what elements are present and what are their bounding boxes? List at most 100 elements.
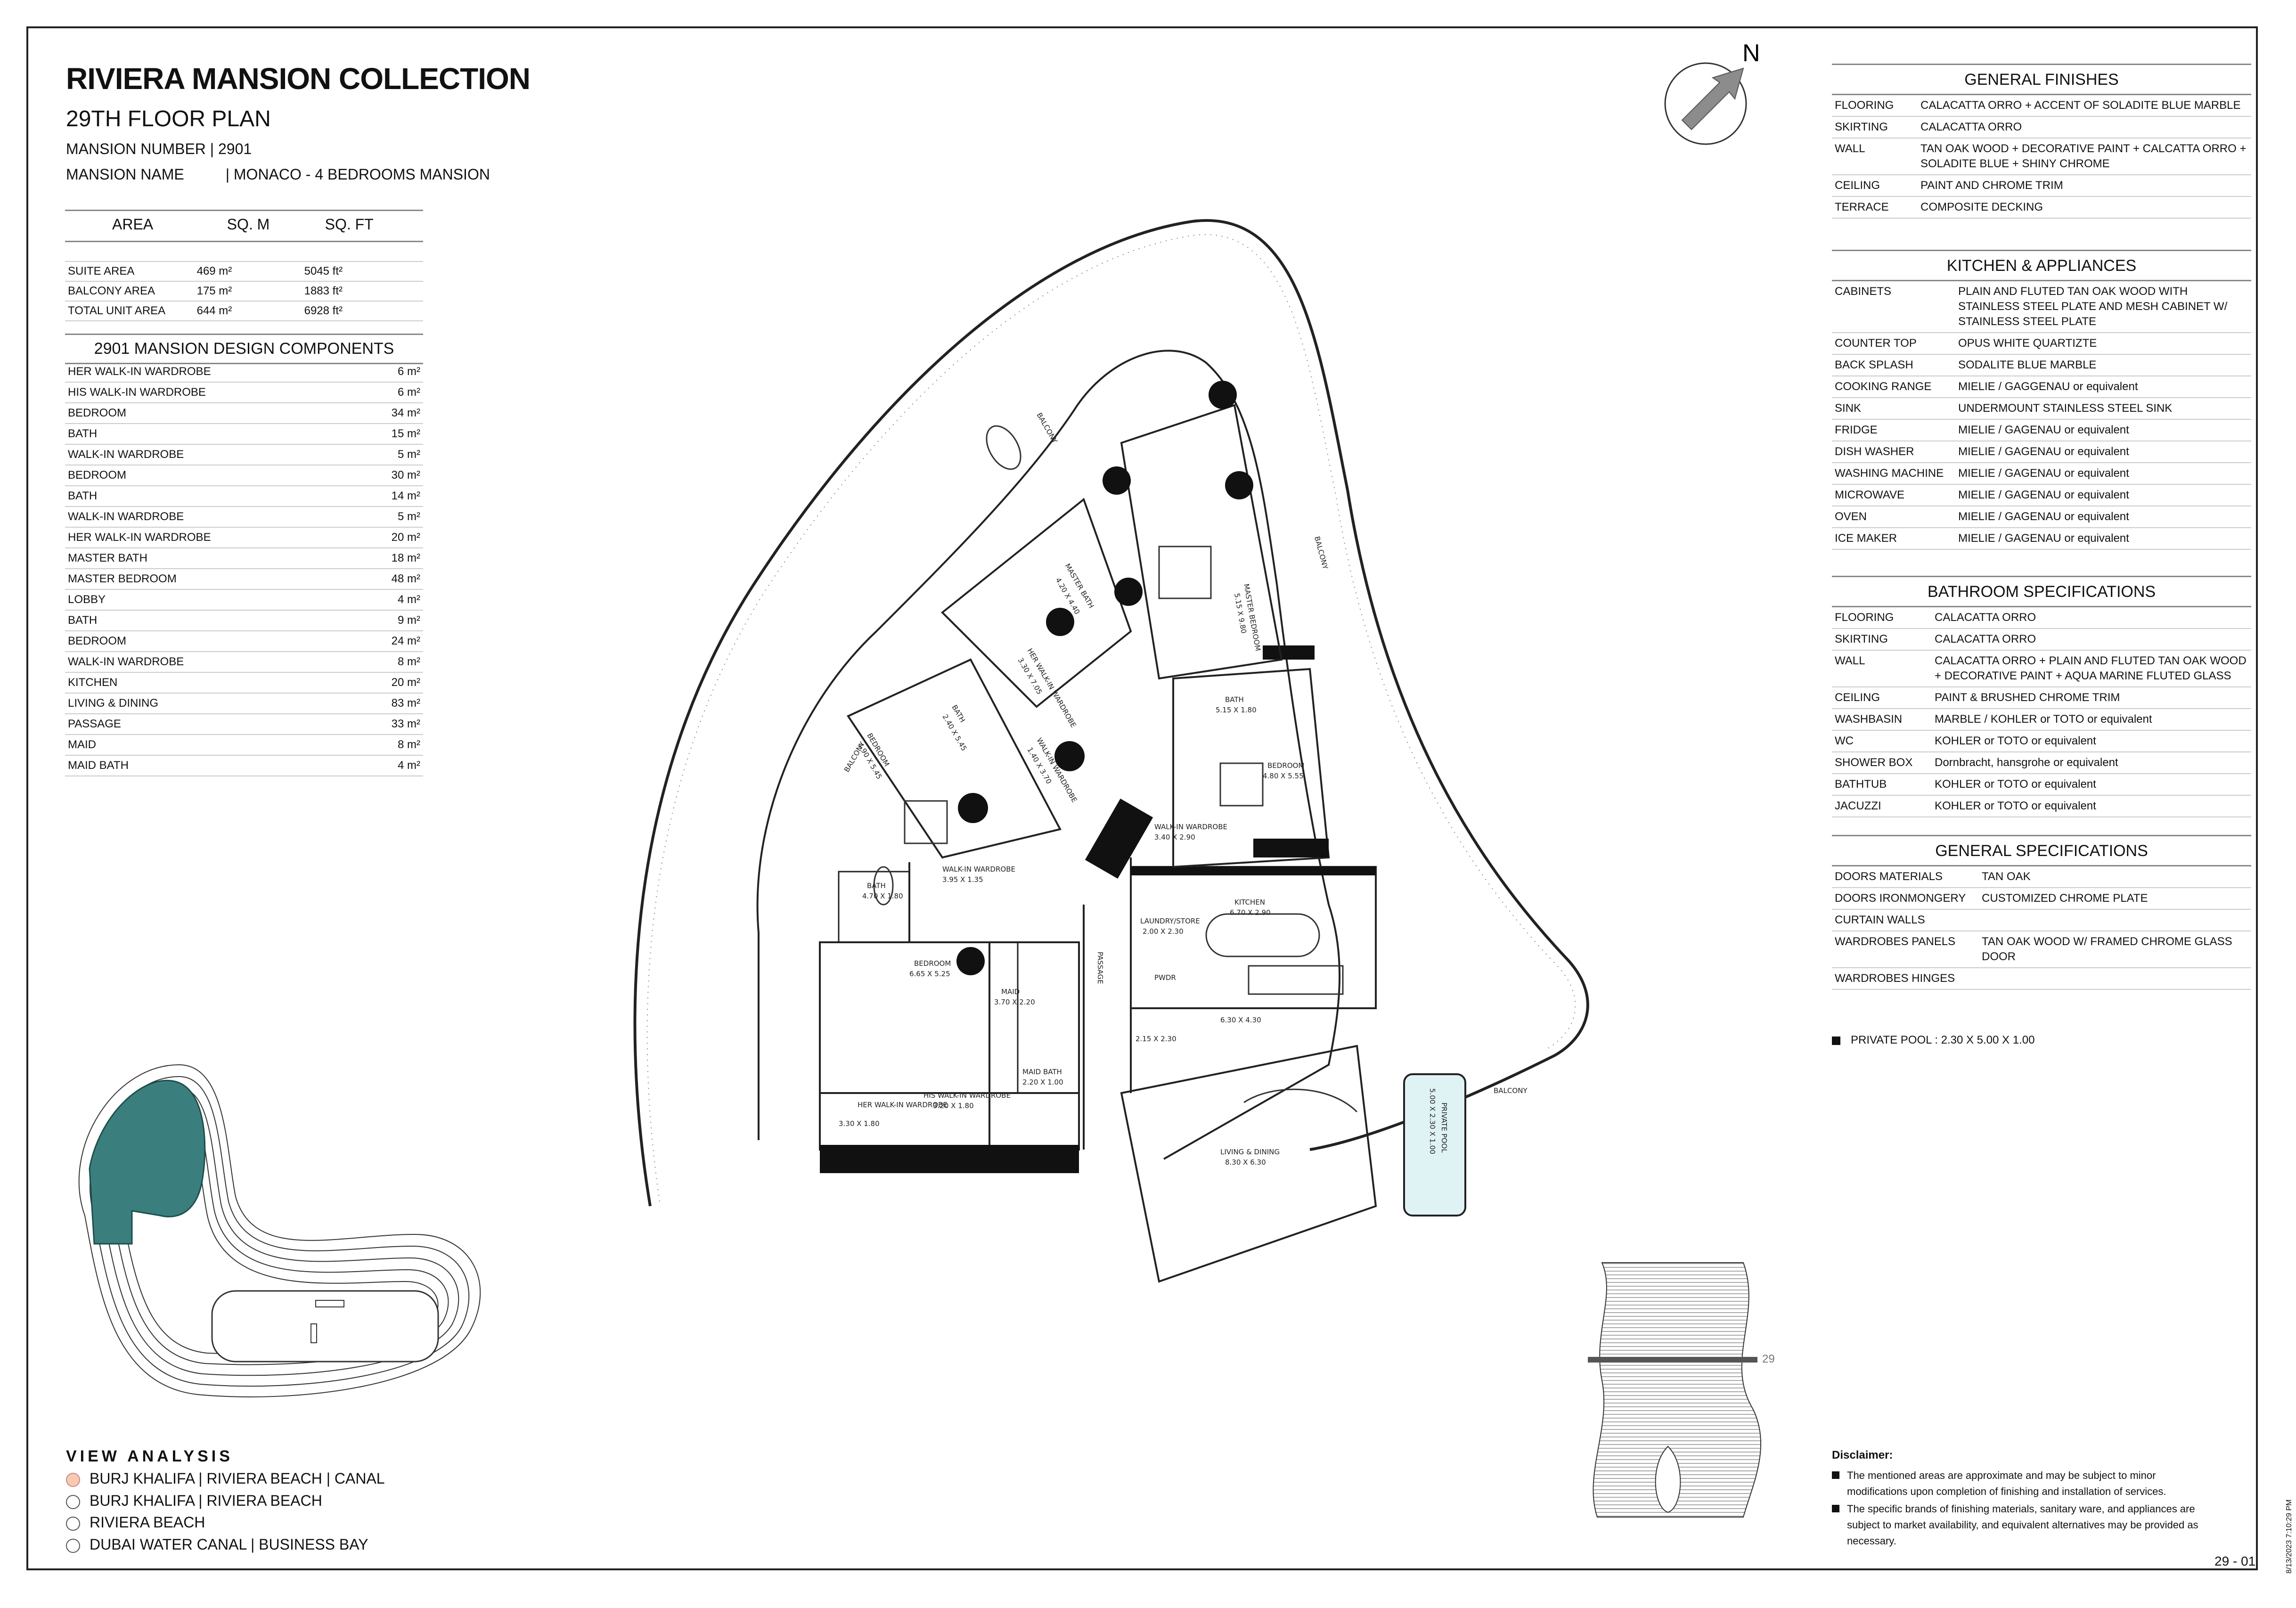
row-value: MIELIE / GAGENAU or equivalent <box>1955 419 2251 441</box>
row-key: BEDROOM <box>65 403 356 424</box>
row-value: 34 m² <box>355 403 423 424</box>
row-value: CALACATTA ORRO + PLAIN AND FLUTED TAN OA… <box>1932 650 2251 687</box>
room-label: BATH <box>867 882 886 890</box>
radio-icon[interactable] <box>66 1538 80 1553</box>
row-key: BATH <box>65 610 356 631</box>
radio-selected-icon[interactable] <box>66 1472 80 1487</box>
row-key: JACUZZI <box>1832 795 1932 817</box>
row-key: MAID <box>65 735 356 756</box>
row-key: WARDROBES HINGES <box>1832 968 1979 990</box>
row-key: SKIRTING <box>1832 629 1932 651</box>
view-option[interactable]: BURJ KHALIFA | RIVIERA BEACH <box>66 1492 322 1510</box>
room-label: WALK-IN WARDROBE <box>1154 823 1227 831</box>
room-label: PRIVATE POOL <box>1440 1102 1448 1153</box>
room-dim: 8.30 X 6.30 <box>1225 1158 1266 1167</box>
row-value: CALACATTA ORRO <box>1932 629 2251 651</box>
master-bath-walls <box>941 498 1132 708</box>
row-key: OVEN <box>1832 506 1955 528</box>
bathtub <box>986 425 1021 470</box>
row-value: TAN OAK WOOD W/ FRAMED CHROME GLASS DOOR <box>1979 931 2251 968</box>
row-key: HIS WALK-IN WARDROBE <box>65 382 356 403</box>
table-row: CURTAIN WALLS <box>1832 909 2251 931</box>
view-option[interactable]: RIVIERA BEACH <box>66 1514 205 1531</box>
row-value: 8 m² <box>355 652 423 673</box>
row-value: MIELIE / GAGENAU or equivalent <box>1955 463 2251 485</box>
view-option[interactable]: BURJ KHALIFA | RIVIERA BEACH | CANAL <box>66 1470 385 1487</box>
radio-icon[interactable] <box>66 1494 80 1509</box>
page-number: 29 - 01 <box>2214 1554 2256 1568</box>
row-key: MASTER BATH <box>65 548 356 569</box>
floor-29-marker <box>1588 1357 1757 1363</box>
pool-note: PRIVATE POOL : 2.30 X 5.00 X 1.00 <box>1832 1034 2035 1047</box>
row-value: TAN OAK <box>1979 866 2251 888</box>
room-dim: 3.20 X 1.80 <box>933 1102 974 1110</box>
row-key: WARDROBES PANELS <box>1832 931 1979 968</box>
row-value: KOHLER or TOTO or equivalent <box>1932 795 2251 817</box>
row-key: COOKING RANGE <box>1832 376 1955 398</box>
row-value: 18 m² <box>355 548 423 569</box>
row-value: 20 m² <box>355 527 423 548</box>
row-value: PAINT & BRUSHED CHROME TRIM <box>1932 687 2251 709</box>
room-label: MAID BATH <box>1022 1068 1062 1076</box>
living-walls <box>1120 1045 1377 1283</box>
sqft-header: SQ. FT <box>301 210 423 242</box>
row-value: MIELIE / GAGENAU or equivalent <box>1955 528 2251 550</box>
view-option[interactable]: DUBAI WATER CANAL | BUSINESS BAY <box>66 1536 368 1553</box>
sheet-border <box>26 26 2258 1570</box>
radio-icon[interactable] <box>66 1516 80 1531</box>
wall-solid <box>820 1145 1079 1173</box>
row-key: BEDROOM <box>65 465 356 486</box>
room-label: PASSAGE <box>1096 952 1104 984</box>
room-label: BEDROOM <box>1267 761 1304 770</box>
room-dim: 3.40 X 2.90 <box>1154 833 1195 841</box>
mansion-name-value: | MONACO - 4 BEDROOMS MANSION <box>225 166 490 183</box>
row-value: MARBLE / KOHLER or TOTO or equivalent <box>1932 709 2251 731</box>
row-key: BACK SPLASH <box>1832 354 1955 376</box>
table-row: WARDROBES HINGES <box>1832 968 2251 990</box>
room-dim: 4.80 X 5.55 <box>1263 772 1304 780</box>
row-value: 5 m² <box>355 444 423 465</box>
kitchen-island <box>1205 913 1320 957</box>
row-value: TAN OAK WOOD + DECORATIVE PAINT + CALCAT… <box>1918 138 2251 175</box>
room-dim: 2.20 X 1.00 <box>1022 1078 1063 1086</box>
row-key: DOORS MATERIALS <box>1832 866 1979 888</box>
row-key: FRIDGE <box>1832 419 1955 441</box>
row-value: MIELIE / GAGENAU or equivalent <box>1955 506 2251 528</box>
row-key: SKIRTING <box>1832 116 1918 139</box>
row-value <box>1979 909 2251 931</box>
print-stamp: 8/13/2023 7:10:29 PM <box>2285 1499 2293 1574</box>
room-dim: 3.95 X 1.35 <box>942 875 983 884</box>
row-value: KOHLER or TOTO or equivalent <box>1932 730 2251 752</box>
room-dim: 6.30 X 4.30 <box>1220 1016 1261 1024</box>
row-key: CEILING <box>1832 175 1918 197</box>
row-value: 20 m² <box>355 672 423 694</box>
row-key: WALK-IN WARDROBE <box>65 444 356 465</box>
row-key: MASTER BEDROOM <box>65 569 356 590</box>
disclaimer-item: The mentioned areas are approximate and … <box>1832 1468 2218 1500</box>
room-dim: 3.30 X 1.80 <box>839 1119 880 1128</box>
bullet-square-icon <box>1832 1036 1840 1045</box>
row-key: TERRACE <box>1832 196 1918 219</box>
floor-plan: BALCONY BALCONY BALCONY BALCONY MASTER B… <box>633 219 1589 1283</box>
view-analysis-title: VIEW ANALYSIS <box>66 1447 233 1465</box>
dining-table <box>1248 965 1344 995</box>
row-value: UNDERMOUNT STAINLESS STEEL SINK <box>1955 398 2251 420</box>
